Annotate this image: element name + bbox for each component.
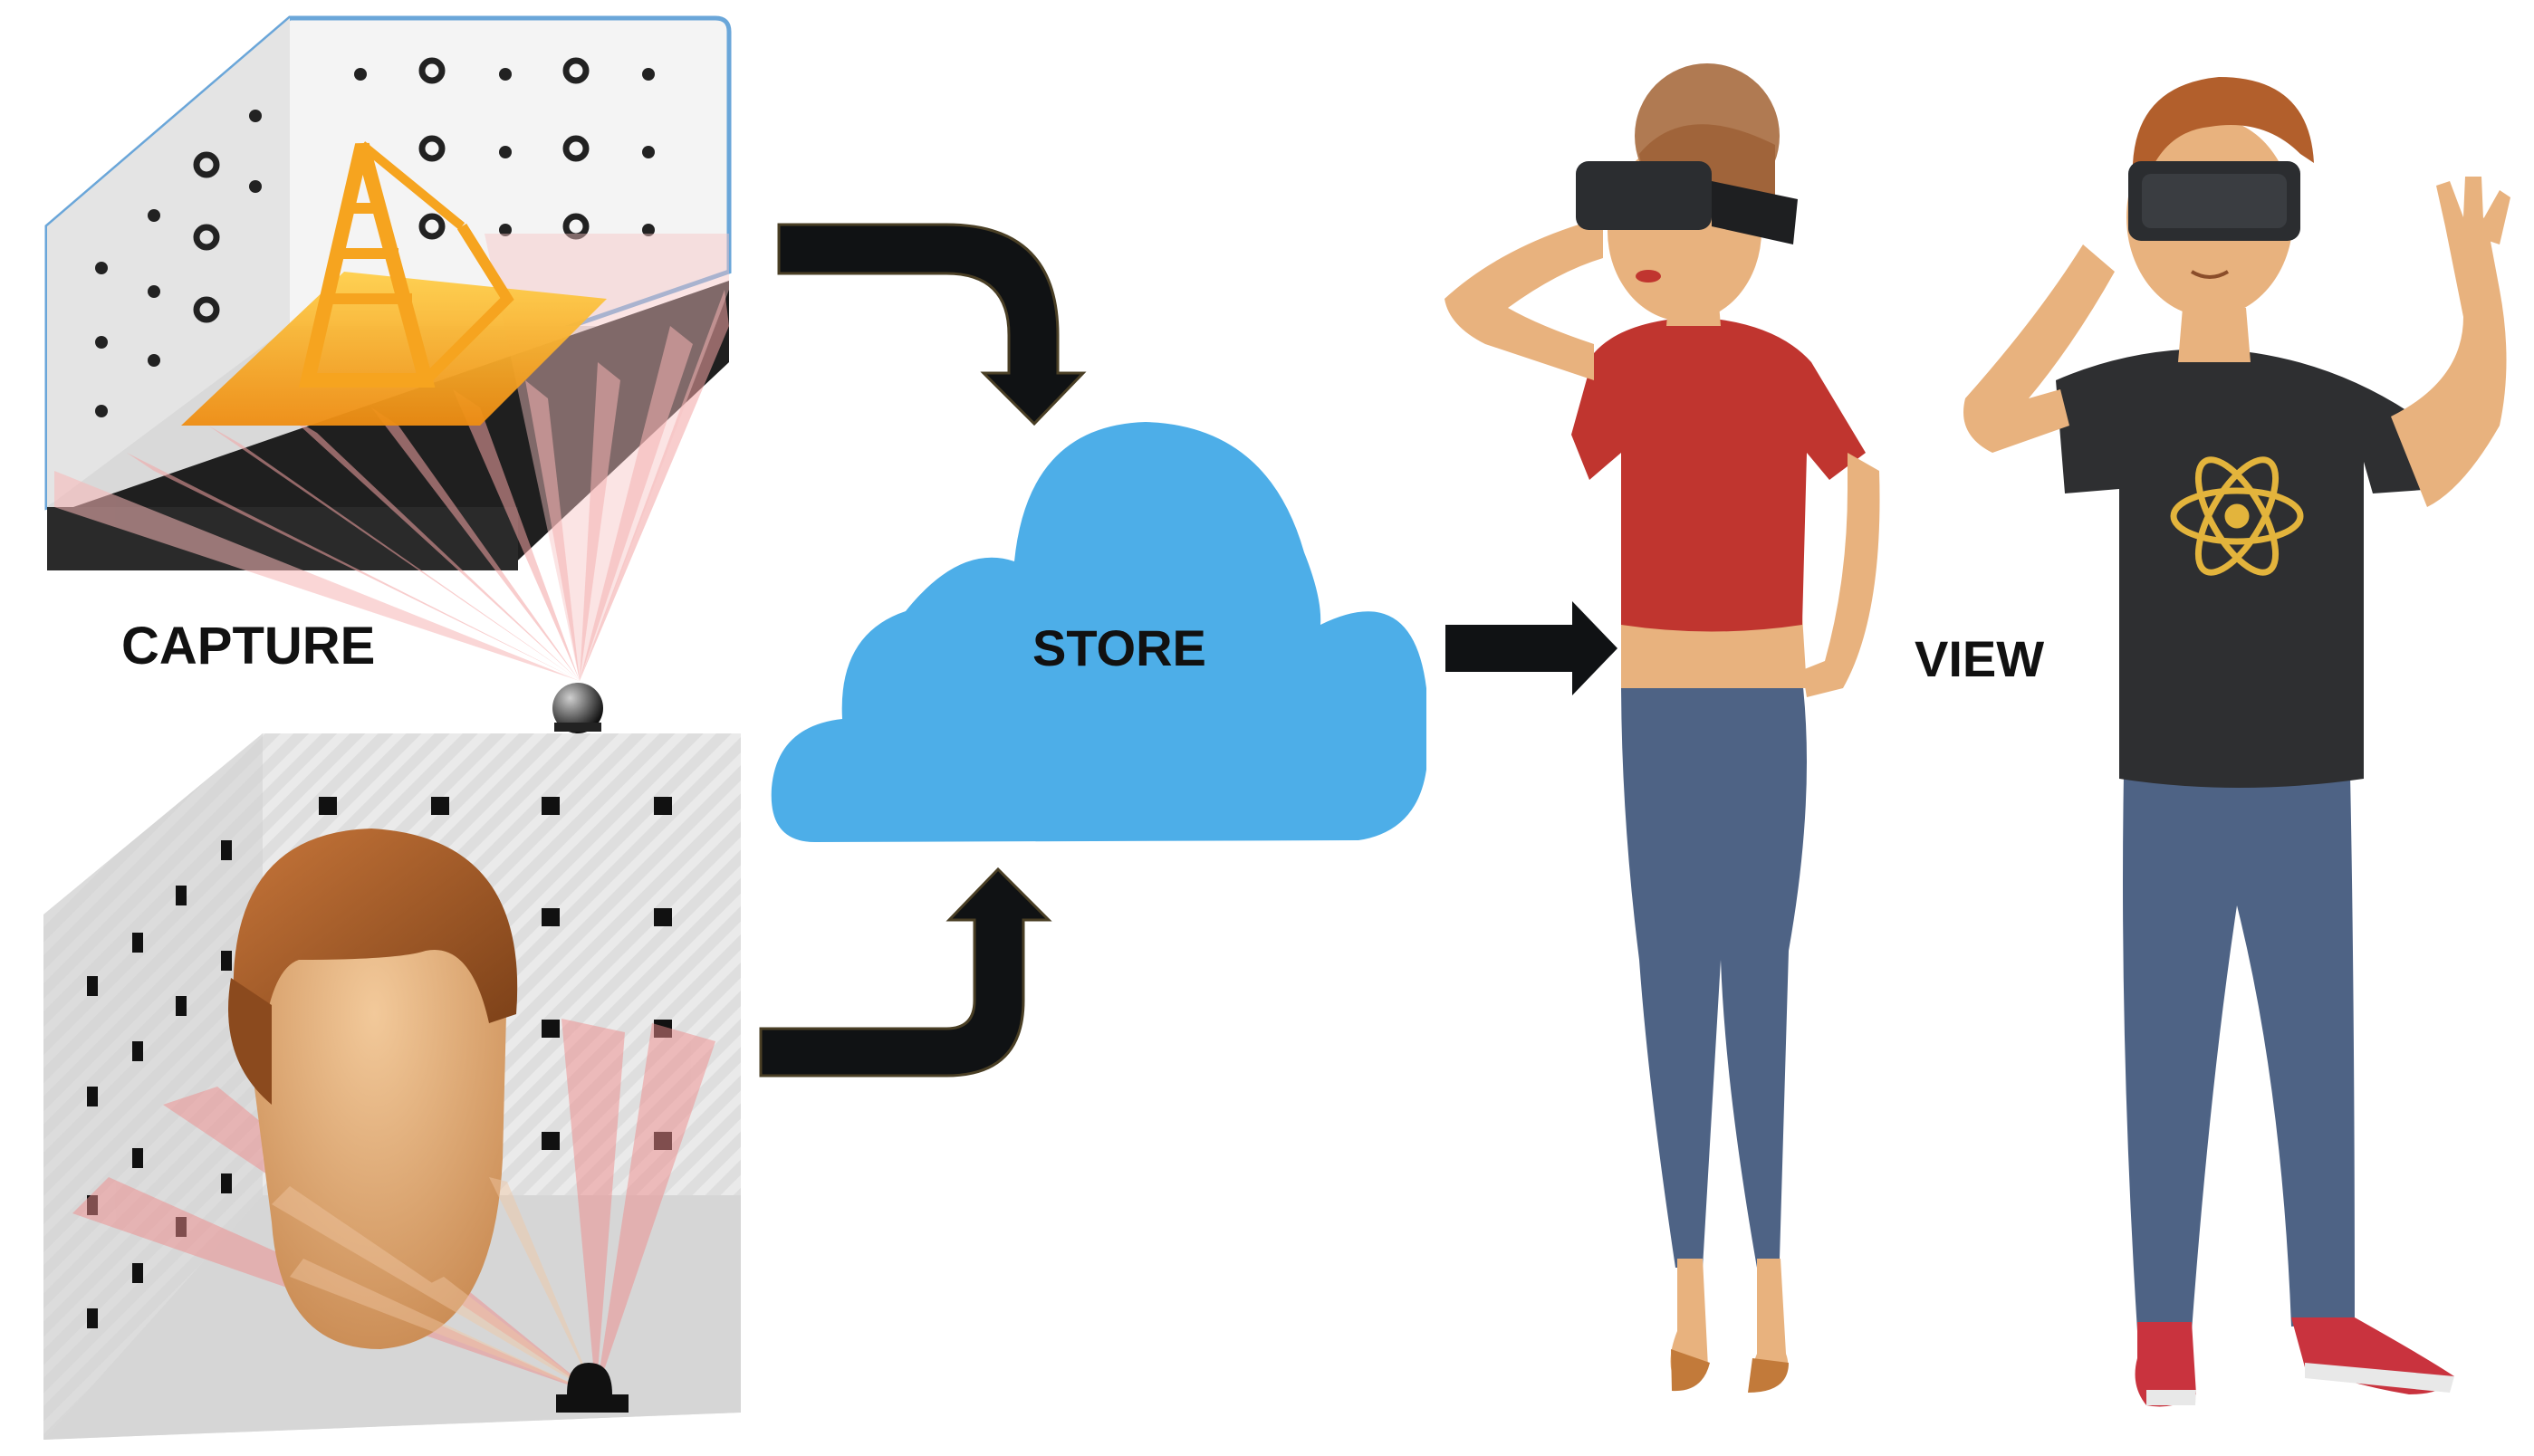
3d-scanner-head-icon xyxy=(43,733,741,1440)
3d-scanner-object-icon xyxy=(44,15,732,733)
arrow-icon xyxy=(777,223,1087,426)
cloud-icon xyxy=(771,422,1426,842)
arrow-icon xyxy=(1445,601,1617,695)
arrow-icon xyxy=(759,867,1052,1078)
capture-label: CAPTURE xyxy=(121,617,376,675)
atom-logo-icon xyxy=(2170,456,2304,576)
view-label: VIEW xyxy=(1915,630,2045,687)
store-label: STORE xyxy=(1032,619,1206,676)
vr-user-man-icon xyxy=(1963,77,2510,1407)
vr-user-woman-icon xyxy=(1445,63,1880,1393)
